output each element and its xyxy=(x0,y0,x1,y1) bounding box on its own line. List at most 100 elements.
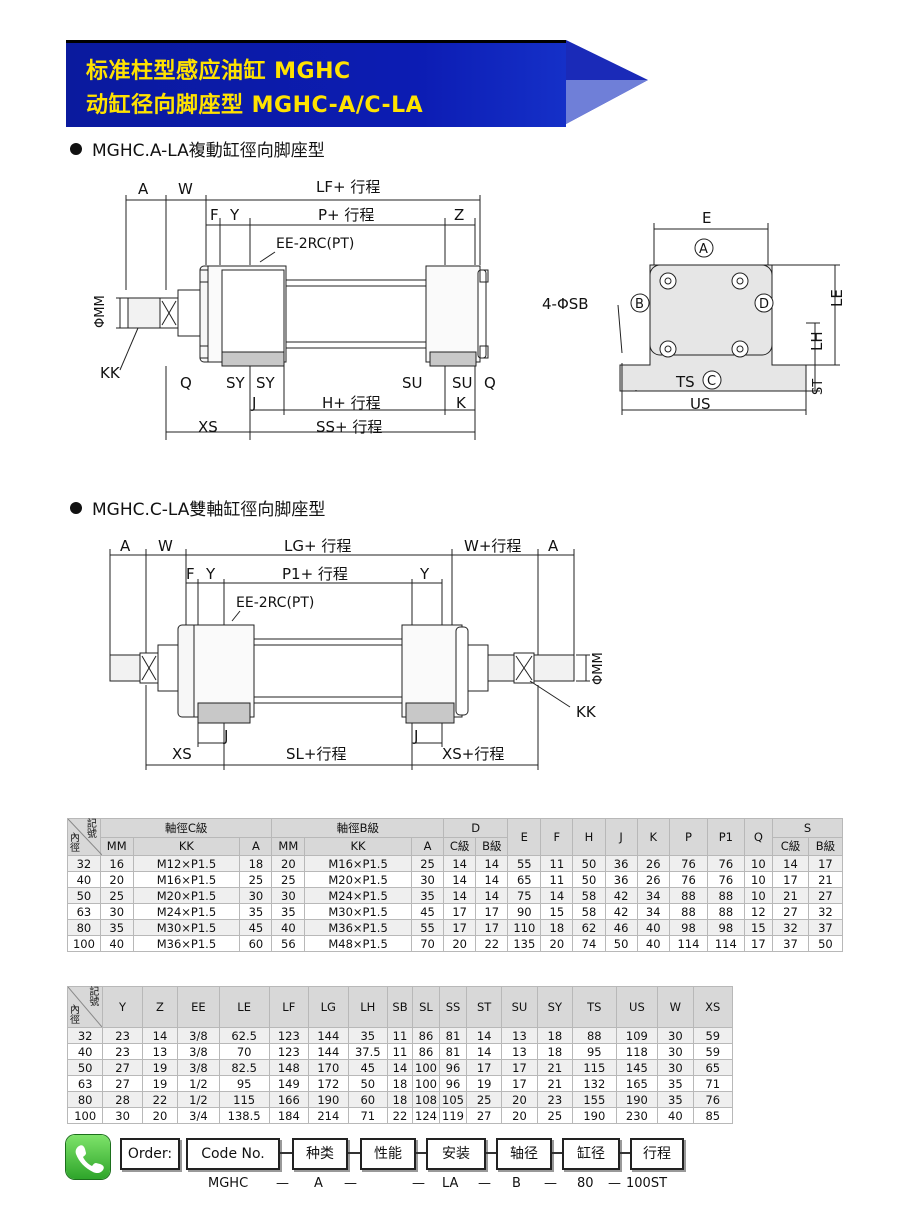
example-sep: — xyxy=(276,1176,289,1191)
table-cell: 30 xyxy=(410,871,445,888)
table-cell: 17 xyxy=(501,1059,538,1076)
table-cell: 17 xyxy=(743,935,774,952)
table-cell: 37 xyxy=(772,935,809,952)
dim-q-right: Q xyxy=(484,374,496,392)
header-lh: LH xyxy=(347,986,389,1028)
table-cell: 34 xyxy=(636,903,670,920)
table-cell: 62.5 xyxy=(218,1027,270,1044)
table-cell: 138.5 xyxy=(218,1107,270,1124)
table-cell: 35 xyxy=(99,919,134,936)
table1-corner: 記號 內徑 xyxy=(67,818,102,856)
table2-corner: 記號 內徑 xyxy=(66,986,104,1028)
table-cell: 135 xyxy=(507,935,542,952)
circle-c-label: C xyxy=(707,374,716,389)
table-cell: 27 xyxy=(772,903,809,920)
corner-label-a: 記號 xyxy=(89,987,100,1008)
header-mm-b: MM xyxy=(271,836,306,856)
table-cell: 35 xyxy=(657,1091,694,1108)
table-cell: 32 xyxy=(772,919,809,936)
table-cell: 32 xyxy=(66,1027,104,1044)
table-cell: 149 xyxy=(268,1075,310,1092)
circle-d-label: D xyxy=(759,297,769,312)
table-cell: 144 xyxy=(308,1043,349,1060)
table-cell: 22 xyxy=(141,1091,179,1108)
dim-sy-2: SY xyxy=(256,374,276,392)
dim-c-xs: XS xyxy=(172,745,192,763)
table-cell: 40 xyxy=(636,935,670,952)
table-cell: 55 xyxy=(410,919,445,936)
table-cell: 11 xyxy=(540,855,574,872)
header-su: SU xyxy=(501,986,538,1028)
table-cell: M16×P1.5 xyxy=(132,871,241,888)
table-cell: 40 xyxy=(636,919,670,936)
corner-diagonal xyxy=(68,987,102,1027)
table-cell: 23 xyxy=(536,1091,573,1108)
header-d-b: B級 xyxy=(475,836,509,856)
dim-lf: LF+ 行程 xyxy=(316,178,380,196)
table-cell: 55 xyxy=(507,855,542,872)
table-cell: 23 xyxy=(102,1043,143,1060)
example-sep: — xyxy=(544,1176,557,1191)
table-cell: 105 xyxy=(438,1091,468,1108)
table-cell: 1/2 xyxy=(177,1091,220,1108)
table-cell: M24×P1.5 xyxy=(132,903,241,920)
mount-box: 安装 xyxy=(426,1138,486,1170)
dim-xs: XS xyxy=(198,418,218,436)
table-cell: 17 xyxy=(465,1059,503,1076)
table-cell: 21 xyxy=(536,1059,573,1076)
dim-c-mm: ΦMM xyxy=(591,652,606,685)
table-cell: 35 xyxy=(347,1027,389,1044)
table-cell: 144 xyxy=(308,1027,349,1044)
dim-us: US xyxy=(690,395,711,413)
table-cell: M24×P1.5 xyxy=(304,887,412,904)
example-sep: — xyxy=(608,1176,621,1191)
table-cell: 30 xyxy=(271,887,306,904)
corner-label-a: 記號 xyxy=(86,819,97,840)
table-cell: 114 xyxy=(707,935,745,952)
header-p: P xyxy=(668,818,709,856)
header-s-b: B級 xyxy=(807,836,844,856)
table-cell: 26 xyxy=(636,871,670,888)
dim-z: Z xyxy=(454,206,464,224)
dash xyxy=(348,1152,360,1154)
table-cell: 23 xyxy=(102,1027,143,1044)
table-cell: 50 xyxy=(66,1059,104,1076)
table-cell: 32 xyxy=(807,903,844,920)
dim-c-lg: LG+ 行程 xyxy=(284,537,351,555)
header-kk: KK xyxy=(132,836,241,856)
table-cell: 3/4 xyxy=(177,1107,220,1124)
dash xyxy=(280,1152,292,1154)
table-cell: 22 xyxy=(475,935,509,952)
header-a: A xyxy=(239,836,273,856)
table-cell: 74 xyxy=(572,935,606,952)
table-cell: 45 xyxy=(239,919,273,936)
perf-box: 性能 xyxy=(360,1138,416,1170)
table-cell: 17 xyxy=(475,919,509,936)
table-cell: 86 xyxy=(411,1027,440,1044)
dim-c-a: A xyxy=(120,537,131,555)
table-cell: 132 xyxy=(571,1075,617,1092)
table-cell: 20 xyxy=(271,855,306,872)
table-cell: 14 xyxy=(475,871,509,888)
table-cell: 70 xyxy=(410,935,445,952)
table-cell: 21 xyxy=(536,1075,573,1092)
shaft-box: 轴径 xyxy=(496,1138,552,1170)
table-cell: 71 xyxy=(692,1075,734,1092)
section-title-c: MGHC.C-LA雙軸缸徑向脚座型 xyxy=(70,495,325,520)
header-f: F xyxy=(540,818,574,856)
table-cell: 76 xyxy=(668,855,709,872)
table-cell: 18 xyxy=(536,1043,573,1060)
table-cell: 35 xyxy=(239,903,273,920)
table-cell: 50 xyxy=(807,935,844,952)
dim-su-2: SU xyxy=(452,374,473,392)
dim-st: ST xyxy=(811,379,826,395)
table-cell: 71 xyxy=(347,1107,389,1124)
table-cell: 45 xyxy=(347,1059,389,1076)
table-cell: 65 xyxy=(692,1059,734,1076)
table-cell: 10 xyxy=(743,871,774,888)
